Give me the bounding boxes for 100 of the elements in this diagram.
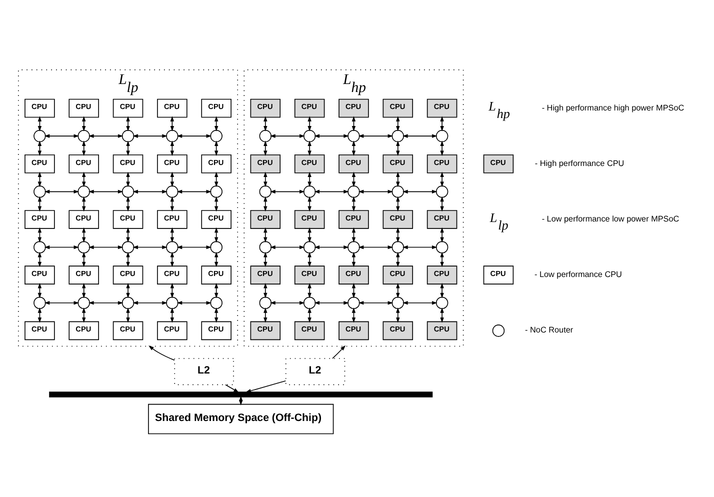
node-box: CPU — [338, 98, 369, 118]
arrow — [358, 301, 394, 305]
node-circle — [392, 241, 404, 254]
arrow — [396, 140, 400, 156]
node-box: CPU — [24, 98, 55, 118]
node-box: CPU — [157, 210, 188, 229]
node-box: CPU — [250, 321, 281, 340]
arrow — [402, 190, 438, 194]
node-box: CPU — [112, 266, 144, 284]
arrow — [126, 140, 130, 156]
node-circle — [78, 241, 90, 254]
node-box: CPU — [112, 154, 144, 174]
node-box: CPU — [294, 266, 325, 284]
arrow — [82, 172, 86, 187]
node-circle — [78, 186, 90, 198]
node-circle — [303, 296, 316, 310]
arrow — [264, 140, 268, 156]
legend-label: - Low performance low power MPSoC — [542, 214, 680, 224]
arrow — [44, 134, 80, 138]
node-box: CPU — [382, 210, 414, 229]
node-box: CPU — [201, 210, 232, 229]
arrow — [396, 227, 400, 243]
node-box: CPU — [201, 266, 232, 284]
arrow — [314, 190, 349, 194]
node-box: CPU — [338, 321, 369, 340]
arrow — [314, 301, 349, 305]
node-circle — [392, 130, 404, 142]
arrow — [440, 227, 444, 243]
arrow — [44, 301, 80, 305]
arrow — [126, 252, 130, 268]
arrow — [308, 172, 312, 187]
arrow — [440, 140, 444, 156]
legend-label: - High performance high power MPSoC — [542, 103, 684, 112]
node-box: CPU — [157, 154, 188, 174]
node-box: CPU — [382, 321, 414, 340]
arrow — [440, 308, 444, 323]
node-box: CPU — [382, 266, 414, 284]
node-circle — [78, 296, 90, 310]
node-circle — [259, 130, 272, 142]
arrow — [308, 252, 312, 268]
node-circle — [436, 241, 448, 254]
arrow — [88, 245, 124, 250]
arrow — [126, 282, 130, 298]
arrow — [308, 282, 312, 298]
node-circle — [122, 241, 134, 254]
node-circle — [436, 296, 448, 310]
arrow — [396, 308, 400, 323]
arrow — [440, 116, 444, 132]
arrow — [308, 196, 312, 212]
arrow — [314, 134, 349, 138]
arrow — [88, 190, 124, 194]
arrow — [126, 196, 130, 212]
arrow — [440, 252, 444, 268]
node-box: CPU — [382, 98, 414, 118]
arrow — [440, 196, 444, 212]
arrow — [82, 252, 86, 268]
node-circle — [34, 296, 46, 310]
arrow — [82, 282, 86, 298]
node-box: CPU — [201, 321, 232, 340]
arrow — [264, 172, 268, 187]
node-box: CPU — [250, 210, 281, 229]
node-circle — [259, 241, 272, 254]
arrow — [308, 227, 312, 243]
node-circle — [34, 130, 46, 142]
node-circle — [166, 186, 178, 198]
node-circle — [348, 186, 360, 198]
arrow — [126, 227, 130, 243]
arrow — [264, 282, 268, 298]
node-circle — [348, 130, 360, 142]
node-box: CPU — [157, 321, 188, 340]
node-box: CPU — [24, 154, 55, 174]
node-box: L2 — [174, 358, 234, 386]
node-circle — [392, 186, 404, 198]
arrow — [148, 345, 175, 361]
arrow — [396, 252, 400, 268]
node-circle — [166, 130, 178, 142]
node-box: CPU — [68, 98, 99, 118]
node-box: CPU — [382, 154, 414, 174]
arrow — [358, 190, 394, 194]
legend-label: - NoC Router — [525, 326, 574, 335]
node-box: CPU — [68, 154, 99, 174]
node-box: CPU — [24, 321, 55, 340]
arrow — [44, 190, 80, 194]
node-box: CPU — [483, 154, 514, 174]
arrow — [88, 134, 124, 138]
arrow — [402, 245, 438, 250]
node-box: CPU — [24, 210, 55, 229]
arrow — [440, 172, 444, 187]
node-box: CPU — [157, 98, 188, 118]
node-circle — [436, 186, 448, 198]
node-box: CPU — [112, 321, 144, 340]
node-box: CPU — [201, 98, 232, 118]
node-box: CPU — [338, 266, 369, 284]
arrow — [358, 134, 394, 138]
arrow — [402, 301, 438, 305]
node-circle — [303, 241, 316, 254]
arrow — [82, 308, 86, 323]
node-box: Shared Memory Space (Off-Chip) — [148, 404, 334, 434]
node-circle — [348, 241, 360, 254]
node-circle — [166, 241, 178, 254]
